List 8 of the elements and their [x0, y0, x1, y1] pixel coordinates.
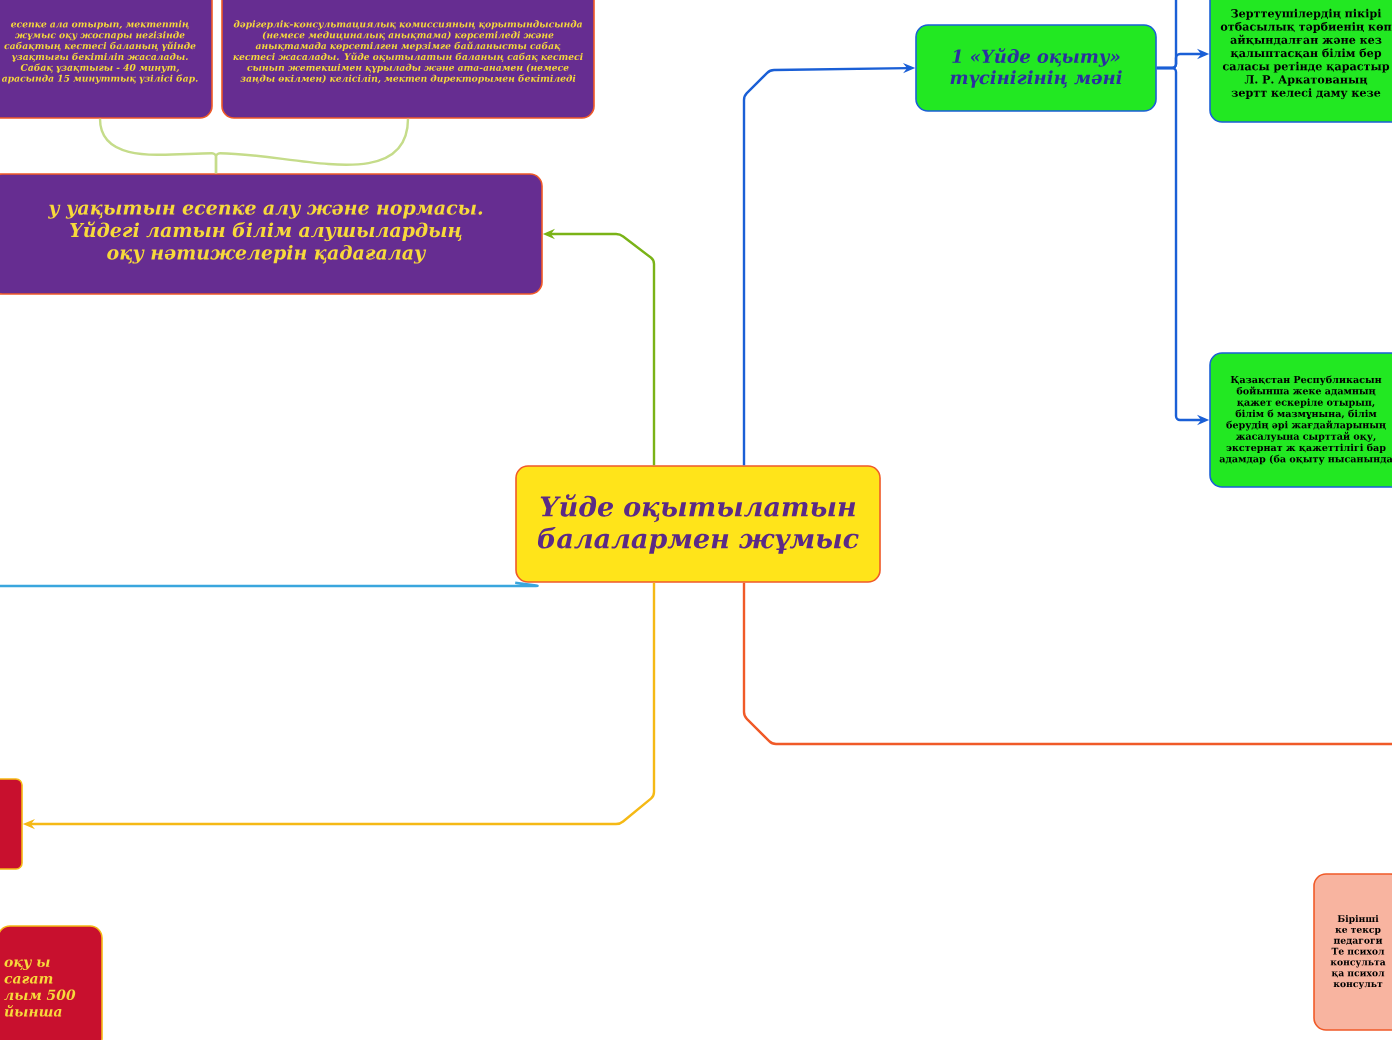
subtopic-box: 1 «Үйде оқыту» түсінігінің мәні: [915, 24, 1157, 112]
subtopic-box: [0, 778, 23, 870]
subtopic-box: у уақытын есепке алу және нормасы. Үйдегі латын білім алушылардың оқу нәтижелерін қадағалау: [0, 173, 543, 295]
topic-box: Үйде оқытылатын балалармен жұмыс: [515, 465, 881, 583]
connector: [742, 582, 1392, 746]
connector: [1156, 0, 1178, 70]
connector: [0, 581, 538, 588]
connector: [214, 118, 410, 174]
